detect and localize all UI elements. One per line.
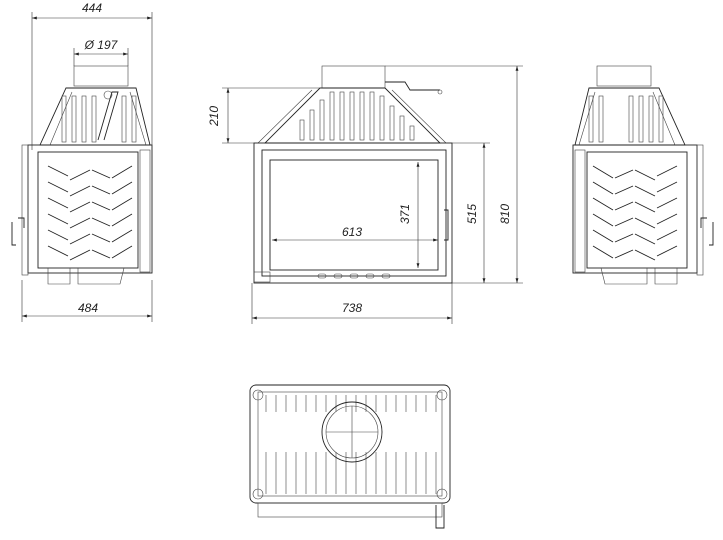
vent-slot (91, 249, 111, 259)
rib (61, 95, 67, 143)
vent-slot (592, 213, 614, 227)
vent-slot (111, 181, 133, 195)
vent-slot (111, 165, 133, 179)
rib (638, 95, 644, 143)
vent-slot (47, 165, 69, 177)
rib (628, 95, 634, 143)
rib (319, 99, 325, 141)
vent-slot (91, 169, 111, 179)
vent-slot (47, 229, 69, 241)
dim-label-613: 613 (342, 225, 362, 239)
vent-slot (47, 213, 69, 225)
vent-slot (656, 213, 678, 225)
vent-slot (634, 201, 656, 213)
vent-slot (69, 233, 91, 245)
top-view (249, 384, 451, 529)
rib (588, 95, 594, 143)
rib (409, 125, 415, 141)
rib (121, 95, 127, 143)
rib (359, 91, 365, 141)
dim-label-flue-diameter: Ø 197 (84, 38, 119, 52)
vent-slot (656, 245, 678, 257)
rib (309, 109, 315, 141)
rib (299, 119, 305, 141)
vent-slot (592, 229, 614, 243)
dim-label-515: 515 (465, 204, 479, 224)
rib (349, 91, 355, 141)
vent-slot (69, 169, 91, 181)
rib (379, 95, 385, 141)
door-handle-icon (444, 209, 449, 241)
vent-slot (614, 169, 634, 179)
vent-slot (69, 217, 91, 229)
vent-slot (69, 185, 91, 197)
slot (365, 273, 375, 279)
rib (399, 115, 405, 141)
rib (81, 95, 87, 143)
side-view-right (572, 65, 714, 285)
vent-slot (656, 197, 678, 209)
vent-slot (69, 249, 91, 261)
vent-slot (91, 201, 111, 211)
vent-slot (91, 217, 111, 227)
rib (389, 105, 395, 141)
rib (91, 95, 97, 143)
front-view (253, 65, 453, 284)
side-view-left (11, 65, 153, 285)
rib (329, 91, 335, 141)
rib (658, 95, 664, 143)
vent-slot (656, 229, 678, 241)
vent-slot (656, 181, 678, 193)
vent-slot (634, 169, 656, 181)
dim-label-738: 738 (342, 301, 362, 315)
dim-label-810: 810 (498, 204, 512, 224)
vent-slot (91, 185, 111, 195)
slot (317, 273, 327, 279)
air-control-slots (317, 273, 391, 279)
vent-slot (656, 165, 678, 177)
vent-slot (69, 201, 91, 213)
rib (598, 95, 604, 143)
rib (369, 91, 375, 141)
vent-slot (634, 217, 656, 229)
rib (648, 95, 654, 143)
vent-slot (111, 197, 133, 211)
slot (381, 273, 391, 279)
vent-slot (592, 245, 614, 259)
rib (71, 95, 77, 143)
vent-slot (614, 217, 634, 227)
dimension-lines (21, 12, 523, 324)
vent-slot (592, 165, 614, 179)
rib (339, 91, 345, 141)
vent-slot (47, 197, 69, 209)
dim-label-484: 484 (78, 301, 98, 315)
vent-slot (592, 181, 614, 195)
slot (333, 273, 343, 279)
vent-slot (592, 197, 614, 211)
vent-slot (614, 249, 634, 259)
dim-label-371: 371 (398, 204, 412, 224)
slot (349, 273, 359, 279)
vent-slot (634, 233, 656, 245)
dim-label-444: 444 (82, 1, 102, 15)
dim-label-210: 210 (207, 106, 221, 127)
vent-slot (47, 181, 69, 193)
vent-slot (614, 233, 634, 243)
vent-pattern (47, 165, 133, 261)
vent-slot (614, 185, 634, 195)
door-handle-icon (11, 217, 25, 246)
vent-slot (91, 233, 111, 243)
vent-slot (634, 249, 656, 261)
vent-slot (111, 245, 133, 259)
rib (131, 95, 137, 143)
vent-slot (634, 185, 656, 197)
vent-slot (47, 245, 69, 257)
vent-slot (111, 213, 133, 227)
vent-slot (614, 201, 634, 211)
vent-slot (111, 229, 133, 243)
